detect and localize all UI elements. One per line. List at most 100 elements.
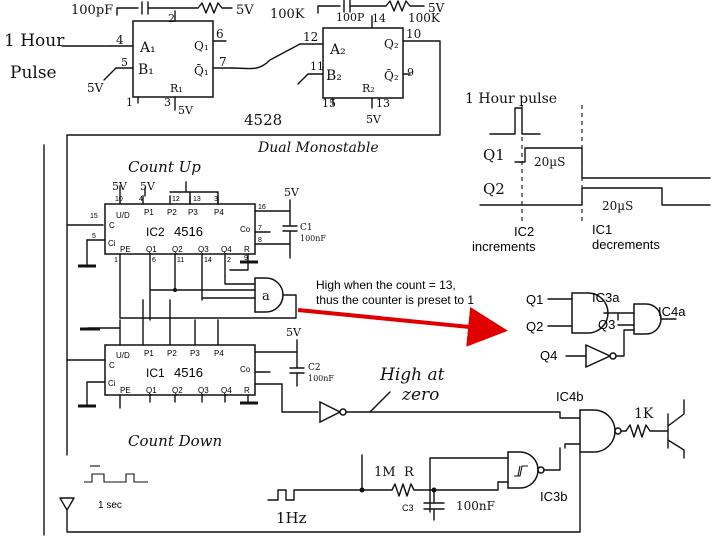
b2-label: B₂ (326, 68, 342, 84)
pin-11: 11 (310, 60, 324, 73)
r2-v-label: 5V (366, 113, 382, 126)
pin-numbers: 10 4 12 13 3 15 5 16 7 8 1 6 11 14 2 9 (90, 196, 266, 264)
ic2-v1: 5V (112, 180, 128, 193)
pin-14: 14 (372, 12, 386, 25)
ic1-part: 4516 (174, 365, 203, 380)
ic1-p2: P2 (167, 349, 177, 358)
pin-5: 5 (121, 56, 128, 69)
ic2-pe: PE (120, 245, 131, 254)
pin-num: 2 (227, 257, 231, 264)
ic1-q4: Q4 (221, 386, 232, 395)
pin-3: 3 (164, 96, 171, 109)
gate-a-label: a (262, 289, 270, 304)
ic2-q4: Q4 (221, 245, 232, 254)
pin-num: 15 (90, 213, 98, 220)
timing-title: 1 Hour pulse (465, 91, 557, 107)
pin-2: 2 (168, 12, 175, 25)
ic2-p4: P4 (214, 208, 224, 217)
q2-label: Q₂ (384, 37, 399, 51)
ic2-v2: 5V (140, 180, 156, 193)
ic2-co: Co (240, 225, 251, 234)
ic1-counter: Count Down 5V C2 100nF U/D C Ci PE Co P1… (66, 224, 334, 450)
pin-num: 9 (244, 255, 248, 262)
res2-v-label: 5V (428, 1, 445, 15)
timing-decrements: decrements (592, 237, 660, 252)
pin-num: 5 (92, 233, 96, 240)
pin-9: 9 (407, 66, 414, 79)
ic1-co: Co (240, 365, 251, 374)
cap2-label: 100P (336, 11, 365, 24)
logic-ic4a: IC4a (658, 304, 686, 319)
pin-7: 7 (219, 55, 227, 69)
ic2-r: R (244, 245, 250, 254)
high-at-line1: High at (379, 365, 445, 385)
timing-t2: 20µS (602, 199, 633, 213)
res-1m: 1M (374, 465, 396, 480)
ic1-cap: C2 (308, 363, 321, 373)
logic-q3: Q3 (598, 317, 615, 332)
pin-1: 1 (126, 96, 133, 109)
cap1-label: 100pF (71, 3, 113, 18)
timing-q1: Q1 (483, 146, 505, 164)
ic2-p3: P3 (188, 208, 198, 217)
high-at-line2: zero (401, 385, 439, 405)
ic1-capv: 100nF (308, 374, 334, 383)
hour-pulse-input: 1 Hour Pulse (4, 31, 111, 83)
ic2-q3: Q3 (198, 245, 209, 254)
ic2-part: 4516 (174, 224, 203, 239)
timing-diagram: 1 Hour pulse Q1 Q2 20µS 20µS IC2 increme… (465, 91, 711, 254)
ic1-p4: P4 (214, 349, 224, 358)
ic1-title: Count Down (128, 432, 222, 450)
bottom-circuit: High at zero IC4b IC3b 1M R C3 100nF 1Hz… (43, 144, 685, 536)
label-ic3b: IC3b (540, 489, 567, 504)
pin-4: 4 (116, 33, 124, 47)
pin-12: 12 (303, 30, 318, 44)
pin-num: 12 (172, 196, 180, 203)
pin-num: 1 (114, 257, 118, 264)
timing-t1: 20µS (534, 155, 565, 169)
timing-increments: increments (472, 239, 536, 254)
pin-15: 15 (322, 97, 336, 110)
q2bar-label: Q̄₂ (384, 68, 399, 83)
cap-c3-value: 100nF (456, 499, 495, 513)
pin-num: 10 (115, 196, 123, 203)
ic1-p1: P1 (144, 349, 154, 358)
note-annotation: High when the count = 13, thus the count… (297, 278, 508, 347)
ic2-name: IC2 (146, 225, 165, 239)
logic-ic3a: IC3a (592, 290, 620, 305)
b1-label: B₁ (138, 62, 154, 78)
ic1-p3: P3 (190, 349, 200, 358)
a2-label: A₂ (329, 42, 346, 58)
r2-label: R₂ (362, 82, 375, 95)
ic1-q1: Q1 (146, 386, 157, 395)
out-res-1k: 1K (634, 406, 654, 422)
pin-num: 3 (214, 196, 218, 203)
timing-q2: Q2 (483, 180, 505, 198)
note-line2: thus the counter is preset to 1 (316, 293, 474, 307)
ic2-capv: 100nF (300, 234, 326, 243)
res1-label: 100K (270, 7, 305, 22)
ic2-p1: P1 (144, 208, 154, 217)
dual-monostable-caption: Dual Monostable (257, 140, 379, 156)
ic2-counter: Count Up 5V 5V 5V C1 100nF U/D C Ci PE C… (78, 158, 326, 321)
freq-1hz: 1Hz (276, 509, 307, 527)
pin-num: 8 (258, 237, 262, 244)
ic1-r: R (244, 386, 250, 395)
pin-6: 6 (216, 27, 224, 41)
ic1-c: C (109, 361, 115, 370)
ic2-cap: C1 (300, 223, 313, 233)
ic2-c: C (109, 221, 115, 230)
pin-num: 14 (204, 257, 212, 264)
logic-q4: Q4 (540, 348, 557, 363)
pin-num: 6 (152, 257, 156, 264)
input-line2: Pulse (10, 63, 57, 83)
logic-diagram: Q1 Q2 Q3 Q4 IC3a IC4a (526, 290, 686, 369)
timing-ic1: IC1 (592, 222, 612, 237)
res-r: R (404, 465, 415, 480)
r1-v-label: 5V (178, 104, 194, 117)
ic2-p2: P2 (167, 208, 177, 217)
pin-num: 13 (193, 196, 201, 203)
pin-13: 13 (376, 97, 390, 110)
ic2-q1: Q1 (146, 245, 157, 254)
ic1-name: IC1 (146, 366, 165, 380)
